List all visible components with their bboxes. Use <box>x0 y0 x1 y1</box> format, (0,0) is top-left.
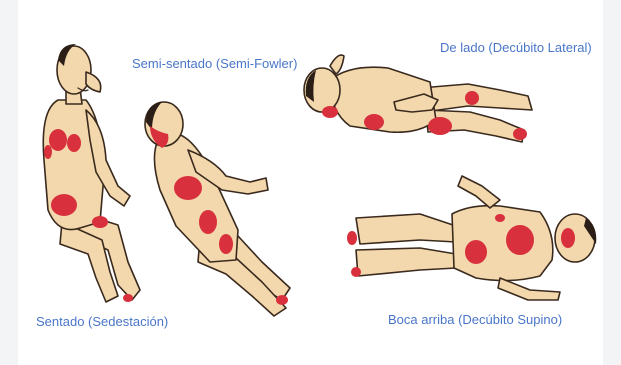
figure-supine <box>347 176 596 300</box>
figure-semi-sitting <box>145 102 290 316</box>
label-semi-sitting: Semi-sentado (Semi-Fowler) <box>132 56 297 71</box>
label-sitting: Sentado (Sedestación) <box>36 314 168 329</box>
figure-lateral <box>304 55 532 142</box>
label-supine: Boca arriba (Decúbito Supino) <box>388 312 562 327</box>
figure-sitting <box>43 44 140 302</box>
label-lateral: De lado (Decúbito Lateral) <box>440 40 592 55</box>
